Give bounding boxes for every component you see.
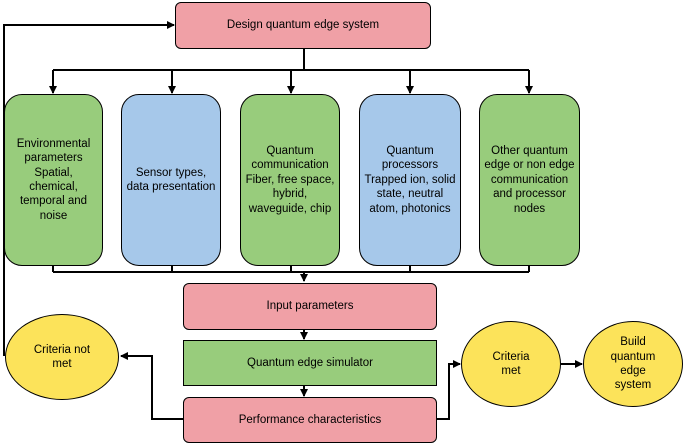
sensor-types-box: Sensor types, data presentation (121, 94, 221, 266)
criteria-met-oval: Criteria met (461, 321, 561, 407)
performance-characteristics-box: Performance characteristics (183, 397, 437, 443)
environmental-parameters-box: Environmental parameters Spatial, chemic… (4, 94, 103, 266)
input-parameters-box: Input parameters (183, 283, 437, 330)
arrow-performance-to-not-met (120, 352, 183, 420)
build-quantum-edge-system-oval: Build quantum edge system (583, 321, 683, 407)
quantum-edge-simulator-box: Quantum edge simulator (183, 340, 437, 386)
arrow-performance-to-met (437, 360, 461, 420)
quantum-processors-box: Quantum processors Trapped ion, solid st… (359, 94, 461, 266)
other-nodes-box: Other quantum edge or non edge communica… (479, 94, 580, 266)
design-quantum-edge-system-box: Design quantum edge system (175, 2, 431, 49)
quantum-communication-box: Quantum communication Fiber, free space,… (240, 94, 340, 266)
criteria-not-met-oval: Criteria not met (5, 314, 119, 400)
